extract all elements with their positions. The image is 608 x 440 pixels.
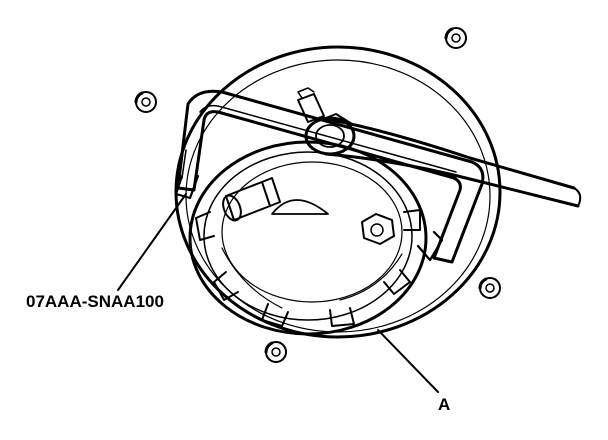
mounting-clip-right bbox=[478, 277, 501, 299]
locking-ring-a bbox=[188, 140, 428, 336]
access-panel-ring bbox=[174, 45, 502, 339]
leader-line-tool bbox=[117, 193, 187, 291]
pump-body bbox=[222, 87, 395, 245]
special-tool-wrench bbox=[174, 89, 582, 264]
mounting-clip-bottom bbox=[264, 341, 287, 363]
label-part-a: A bbox=[438, 395, 450, 414]
mounting-clip-left bbox=[134, 91, 157, 113]
label-tool-number: 07AAA-SNAA100 bbox=[26, 292, 164, 311]
mounting-clip-top-right bbox=[444, 27, 467, 49]
leader-line-a bbox=[377, 329, 439, 393]
